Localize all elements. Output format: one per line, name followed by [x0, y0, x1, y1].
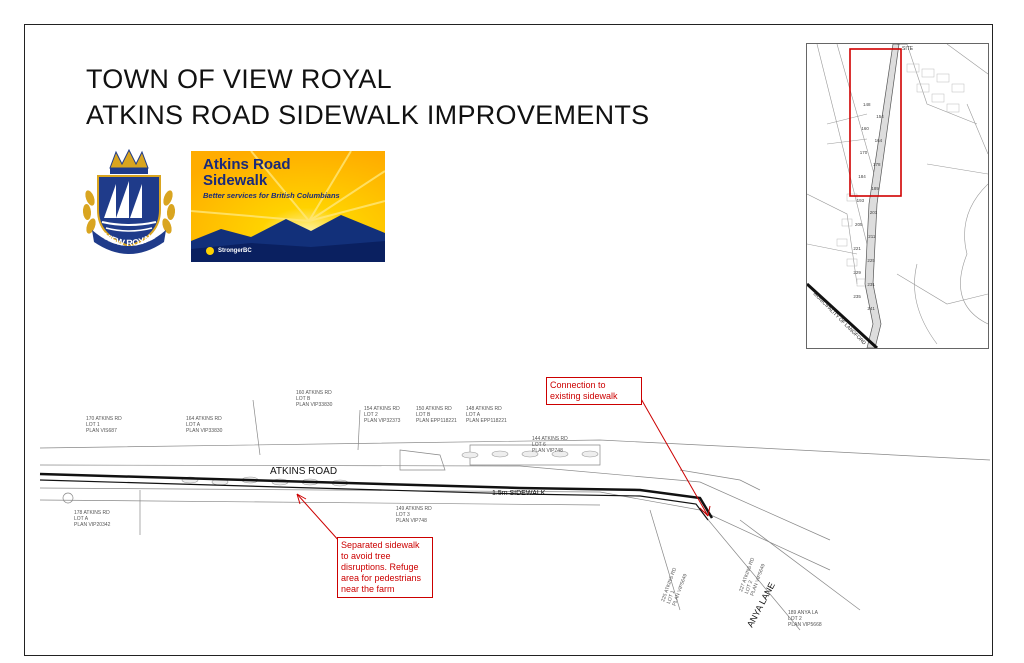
lot-number-label: 154	[876, 114, 884, 119]
rotated-parcel-label: 225 ATKINS RDLOT 1PLAN VIP5649	[660, 567, 689, 607]
title-line-2: ATKINS ROAD SIDEWALK IMPROVEMENTS	[86, 100, 650, 130]
arrow-head-icon	[296, 493, 307, 505]
lot-number-label: 231	[867, 282, 875, 287]
parcel-label-line: 149 ATKINS RD	[396, 506, 432, 512]
parcel-label-line: 189 ANYA LA	[788, 610, 819, 616]
parcel-label-line: LOT A	[74, 516, 89, 522]
lot-number-label: 184	[858, 174, 866, 179]
callout-separated: Separated sidewalk to avoid tree disrupt…	[337, 537, 433, 598]
parcel-label-line: 160 ATKINS RD	[296, 390, 332, 396]
project-banner: Atkins Road Sidewalk Better services for…	[191, 151, 385, 262]
lot-number-label: 211	[868, 234, 876, 239]
parcel-label-line: PLAN VIP748	[532, 448, 563, 454]
laurel-wreath	[82, 190, 176, 234]
rotated-parcel-labels: 225 ATKINS RDLOT 1PLAN VIP5649 227 ATKIN…	[660, 557, 766, 607]
parcel-label-line: PLAN VIP748	[396, 518, 427, 524]
lot-number-label: 201	[870, 210, 878, 215]
callout-leader-connection	[635, 389, 709, 517]
sailboats-icon	[104, 181, 142, 218]
drawing-border	[24, 24, 993, 656]
banner-brand: StrongerBC	[218, 248, 252, 254]
sidewalk-line	[39, 472, 714, 519]
sidewalk-line-edge	[39, 479, 709, 521]
parcel-label-line: 178 ATKINS RD	[74, 510, 110, 516]
tree-symbol-icon	[62, 492, 74, 504]
parcel-label-line: 154 ATKINS RD	[364, 406, 400, 412]
parcel-label-line: LOT B	[296, 396, 311, 402]
parcel-label-line: 148 ATKINS RD	[466, 406, 502, 412]
parcel-label-line: LOT 1	[86, 422, 100, 428]
parcel-label-line: LOT 2	[744, 580, 754, 595]
municipality-boundary	[807, 282, 879, 348]
banner-title: Atkins Road Sidewalk	[203, 157, 291, 189]
arrow-head-icon	[699, 505, 711, 517]
lot-number-label: 160	[861, 126, 869, 131]
parcel-label-line: LOT 3	[396, 512, 410, 518]
lot-number-label: 164	[875, 138, 883, 143]
parcel-label-line: PLAN EPP118221	[416, 418, 457, 424]
sidewalk-label: 1.5m SIDEWALK	[492, 490, 546, 497]
parcel-label-line: PLAN VIP33830	[186, 428, 223, 434]
lot-number-label: 241	[867, 306, 875, 311]
plan-linework	[39, 399, 991, 631]
parcel-label-line: LOT 1	[666, 590, 676, 605]
view-royal-crest-icon: VIEW ROYAL	[82, 148, 176, 254]
lot-number-label: 170	[860, 150, 868, 155]
lot-number-label: 205	[855, 222, 863, 227]
lot-number-label: 229	[853, 270, 861, 275]
parcel-label-line: LOT B	[416, 412, 431, 418]
banner-title-line-2: Sidewalk	[203, 172, 268, 189]
title-line-1: TOWN OF VIEW ROYAL	[86, 64, 392, 94]
parcel-label-line: PLAN VIP32373	[364, 418, 401, 424]
lot-number-label: 193	[857, 198, 865, 203]
parcel-label-line: LOT 6	[532, 442, 546, 448]
lot-number-label: 148	[863, 102, 871, 107]
parcel-label-line: PLAN EPP118221	[466, 418, 507, 424]
callout-connection: Connection to existing sidewalk	[546, 377, 642, 405]
parcel-label-line: LOT A	[186, 422, 201, 428]
plan-view: ATKINS ROAD 1.5m SIDEWALK ANYA LANE 160 …	[39, 389, 991, 631]
site-label: SITE	[902, 46, 914, 52]
banner-title-line-1: Atkins Road	[203, 156, 291, 173]
parcel-label-line: 144 ATKINS RD	[532, 436, 568, 442]
site-highlight-box	[849, 48, 902, 197]
parcel-label-line: LOT 2	[788, 616, 802, 622]
parcel-label-line: PLAN VIP20342	[74, 522, 111, 528]
crown-icon	[109, 148, 149, 169]
lot-number-label: 221	[853, 246, 861, 251]
parcel-label-line: PLAN VIS687	[86, 428, 117, 434]
parcel-label-line: LOT 2	[364, 412, 378, 418]
lot-number-label: 178	[873, 162, 881, 167]
parcel-label-line: LOT A	[466, 412, 481, 418]
parcel-label-line: 164 ATKINS RD	[186, 416, 222, 422]
parcel-label-line: 150 ATKINS RD	[416, 406, 452, 412]
lot-number-label: 189	[871, 186, 879, 191]
parcel-label-line: PLAN VIP33830	[296, 402, 333, 408]
atkins-road-corridor	[864, 44, 900, 348]
banner-tagline: Better services for British Columbians	[203, 191, 340, 200]
municipality-label: MUNICIPALITY OF LANGFORD	[812, 291, 867, 346]
parcel-label-line: PLAN VIP5668	[788, 622, 822, 628]
callout-leader-separated	[296, 493, 341, 543]
lot-number-group: 148 154 160 164 170 178 184 189 193 201 205 211 221 2…	[853, 102, 884, 311]
sunrise-mountain-icon	[191, 151, 385, 262]
lot-number-label: 225	[867, 258, 875, 263]
parcel-label-line: 170 ATKINS RD	[86, 416, 122, 422]
road-name-label: ATKINS ROAD	[270, 466, 337, 477]
lot-number-label: 235	[853, 294, 861, 299]
key-map-drawing: SITE MUNICIPALITY OF LANGFORD 1481541601…	[807, 44, 988, 348]
